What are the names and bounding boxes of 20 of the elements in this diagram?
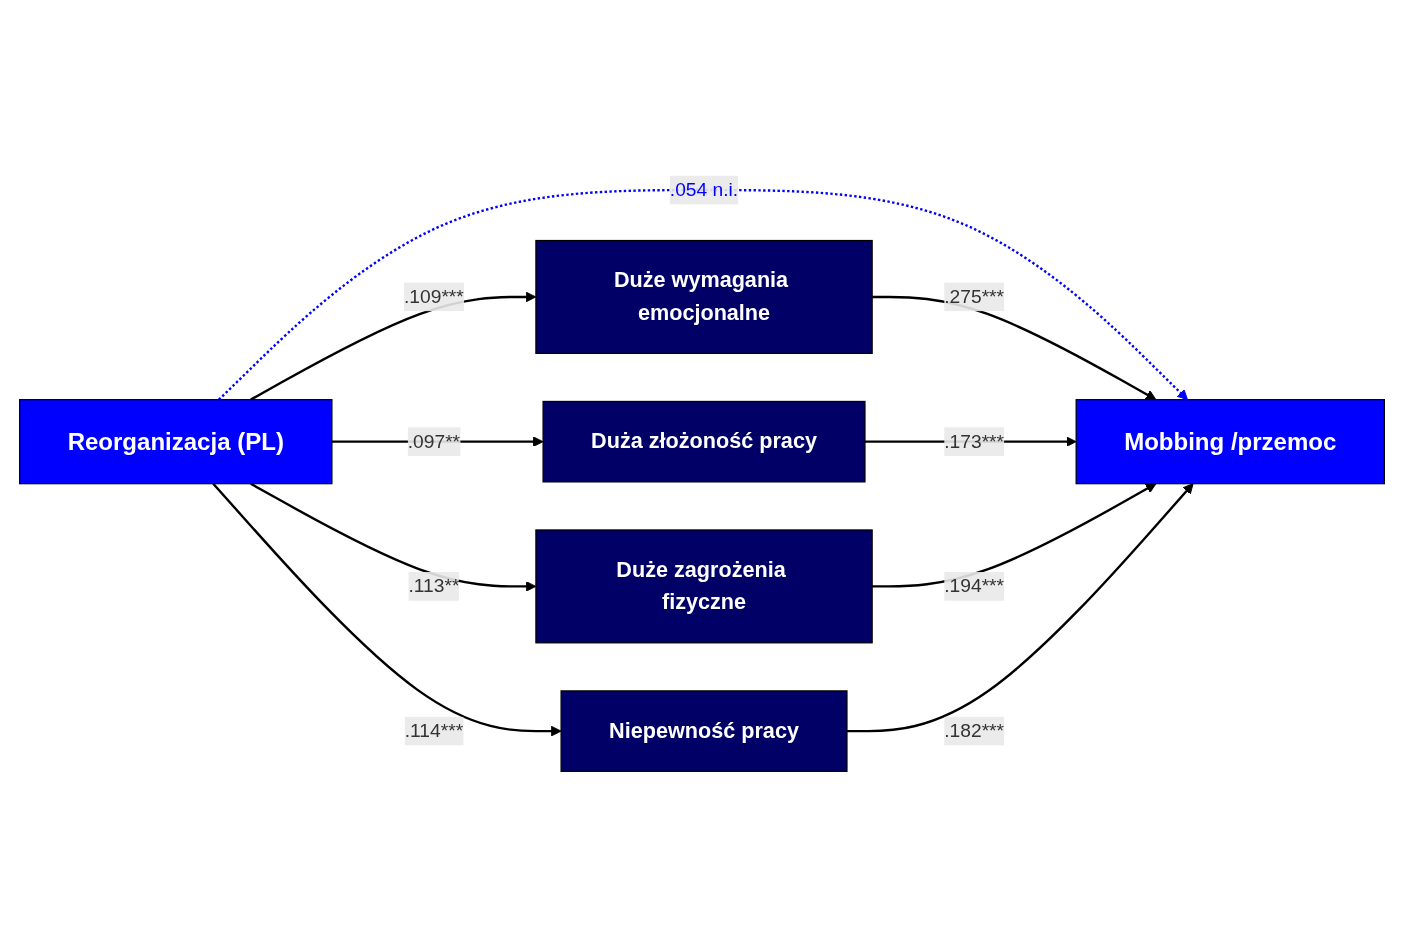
arrow bbox=[212, 482, 562, 737]
edge-label: .182*** bbox=[944, 716, 1005, 746]
process-box: Duże wymagania emocjonalne bbox=[535, 239, 873, 354]
arrow bbox=[872, 295, 1157, 401]
process-box: Reorganizacja (PL) bbox=[19, 399, 333, 485]
process-box: Duża złożoność pracy bbox=[542, 400, 866, 483]
process-box: Duże zagrożenia fizyczne bbox=[535, 529, 873, 644]
edge-label: .114*** bbox=[404, 716, 464, 746]
process-box: Mobbing /przemoc bbox=[1075, 399, 1385, 485]
process-box: Niepewność pracy bbox=[560, 690, 848, 772]
edge-label: .109*** bbox=[404, 282, 464, 312]
edge-label: .054 n.i. bbox=[669, 175, 739, 205]
edge-label: .194*** bbox=[944, 572, 1005, 601]
arrow bbox=[872, 483, 1157, 588]
edge-label: .173*** bbox=[944, 427, 1005, 457]
edge-label: .275*** bbox=[944, 282, 1005, 312]
arrow bbox=[847, 483, 1194, 733]
arrow bbox=[218, 188, 1188, 401]
edge-label: .097** bbox=[407, 427, 461, 457]
edge-label: .113** bbox=[408, 572, 460, 601]
